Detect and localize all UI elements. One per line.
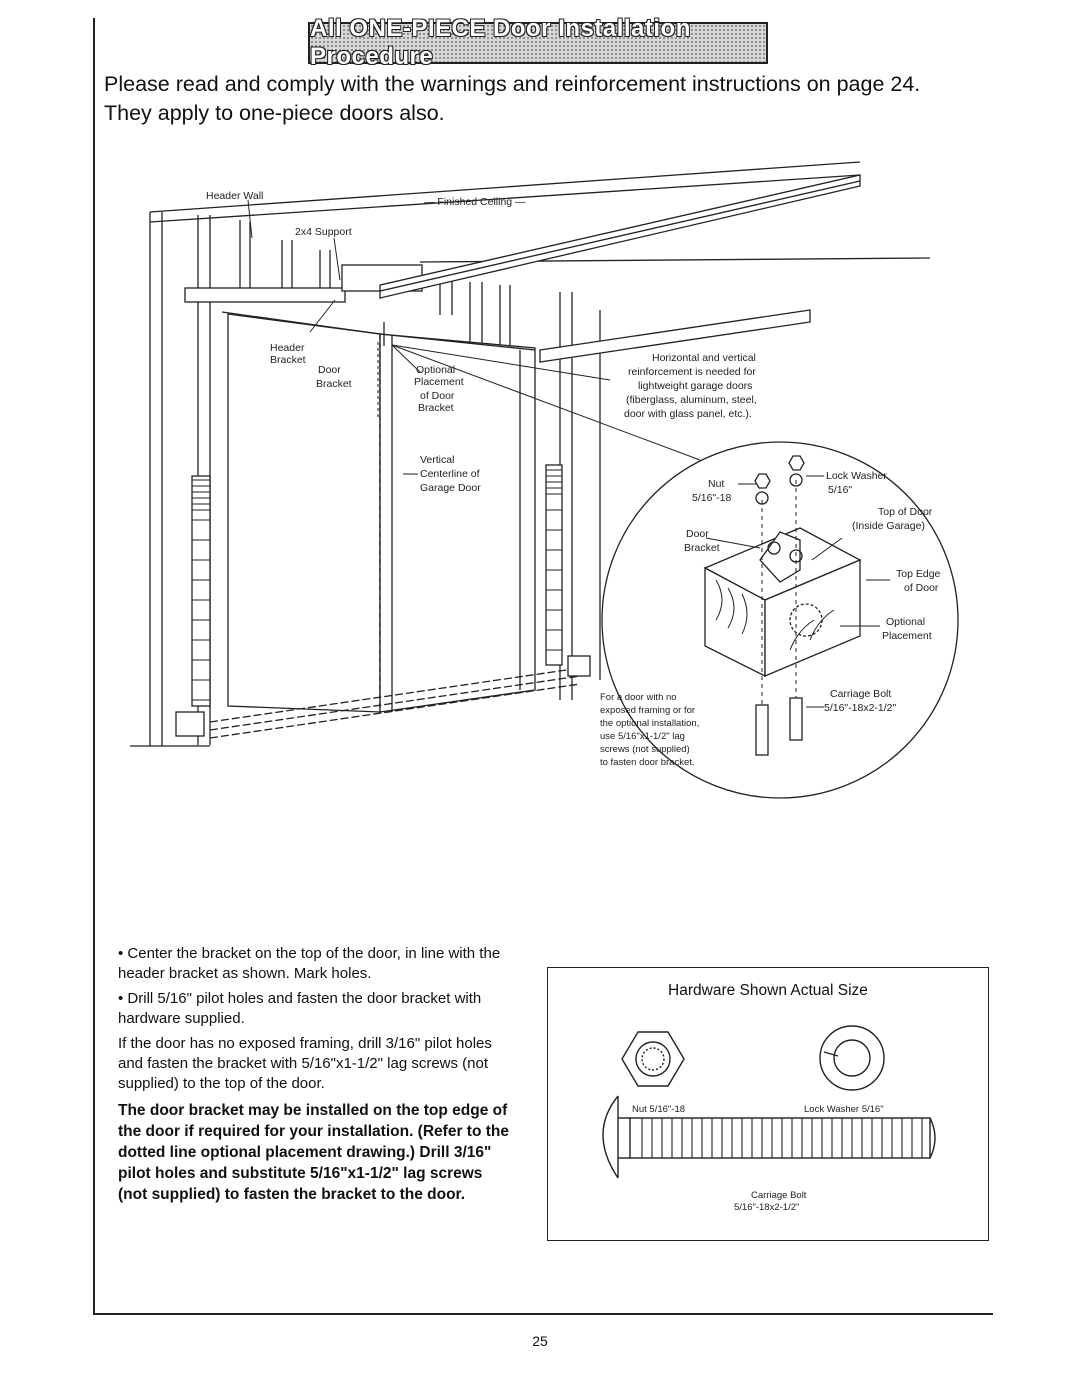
- label-door-bracket-line2: Bracket: [316, 378, 352, 390]
- label-no-framing-line4: use 5/16"x1-1/2" lag: [600, 731, 685, 742]
- page-frame-left: [93, 18, 95, 1315]
- floor-lines: [130, 655, 591, 747]
- label-lock-washer: Lock Washer: [826, 470, 887, 482]
- intro-line-1: Please read and comply with the warnings…: [104, 72, 921, 96]
- instruction-paragraph-1: If the door has no exposed framing, dril…: [118, 1035, 492, 1092]
- label-detail-door-bracket-line1: Door: [686, 528, 709, 540]
- hardware-bolt-label-line1: Carriage Bolt: [751, 1190, 807, 1201]
- hardware-drawing: [602, 1025, 936, 1179]
- door-arm: [221, 311, 536, 351]
- intro-line-2: They apply to one-piece doors also.: [104, 101, 445, 125]
- opener-rail: [379, 174, 861, 299]
- label-2x4-support: 2x4 Support: [295, 226, 352, 238]
- bracket-detail-circle: [601, 441, 959, 799]
- carriage-bolt-icon: [602, 1095, 936, 1179]
- label-lock-washer-size: 5/16": [828, 484, 853, 496]
- hardware-nut-label: Nut 5/16"-18: [632, 1104, 686, 1115]
- label-reinforce-line3: lightweight garage doors: [638, 380, 753, 392]
- label-reinforce-line4: (fiberglass, aluminum, steel,: [626, 394, 757, 406]
- right-spring: [545, 464, 563, 666]
- label-optional-line3: of Door: [420, 390, 455, 402]
- label-optional-line2: Placement: [414, 376, 464, 388]
- page-frame-bottom: [93, 1313, 993, 1315]
- label-no-framing-line2: exposed framing or for: [600, 705, 696, 716]
- label-top-of-door-line1: Top of Door: [878, 506, 933, 518]
- label-nut: Nut: [708, 478, 725, 490]
- lock-washer-icon: [819, 1025, 885, 1091]
- label-header-wall: Header Wall: [206, 190, 264, 202]
- instruction-bullet-2: • Drill 5/16" pilot holes and fasten the…: [118, 990, 482, 1027]
- hardware-box: Hardware Shown Actual Size Nut 5/16"-18 …: [547, 967, 989, 1241]
- label-carriage-bolt-line1: Carriage Bolt: [830, 688, 892, 700]
- intro-text: Please read and comply with the warnings…: [104, 70, 984, 128]
- label-no-framing-line3: the optional installation,: [600, 718, 700, 729]
- instruction-bullet-1: • Center the bracket on the top of the d…: [118, 945, 501, 982]
- label-detail-optional-line2: Placement: [882, 630, 932, 642]
- instructions: • Center the bracket on the top of the d…: [118, 944, 510, 1210]
- label-optional-line1: Optional: [416, 364, 456, 376]
- label-top-of-door-line2: (Inside Garage): [852, 520, 925, 532]
- label-carriage-bolt-line2: 5/16"-18x2-1/2": [824, 702, 897, 714]
- hardware-title: Hardware Shown Actual Size: [668, 982, 868, 999]
- label-vertical-line1: Vertical: [420, 454, 455, 466]
- label-reinforce-line1: Horizontal and vertical: [652, 352, 756, 364]
- label-reinforce-line5: door with glass panel, etc.).: [624, 408, 752, 420]
- leader-lines: [247, 199, 701, 475]
- ceiling-lines: [149, 161, 931, 263]
- label-no-framing-line1: For a door with no: [600, 692, 677, 703]
- label-top-edge-line1: Top Edge: [896, 568, 941, 580]
- label-door-bracket-line1: Door: [318, 364, 341, 376]
- label-vertical-line2: Centerline of: [420, 468, 480, 480]
- label-header-bracket-line1: Header: [270, 342, 305, 354]
- section-title-banner: All ONE-PIECE Door Installation Procedur…: [308, 15, 768, 70]
- label-nut-size: 5/16"-18: [692, 492, 732, 504]
- left-spring: [191, 475, 211, 707]
- label-detail-optional-line1: Optional: [886, 616, 926, 628]
- hardware-bolt-label-line2: 5/16"-18x2-1/2": [734, 1202, 800, 1213]
- label-no-framing-line5: screws (not supplied): [600, 744, 690, 755]
- label-top-edge-line2: of Door: [904, 582, 939, 594]
- garage-door: [227, 313, 536, 713]
- instruction-paragraph-2: The door bracket may be installed on the…: [118, 1102, 509, 1203]
- label-vertical-line3: Garage Door: [420, 482, 481, 494]
- hardware-washer-label: Lock Washer 5/16": [804, 1104, 884, 1115]
- label-optional-line4: Bracket: [418, 402, 454, 414]
- label-detail-door-bracket-line2: Bracket: [684, 542, 720, 554]
- label-finished-ceiling: — Finished Ceiling —: [424, 196, 526, 208]
- page-number: 25: [532, 1333, 548, 1349]
- installation-drawing: [130, 161, 959, 799]
- label-reinforce-line2: reinforcement is needed for: [628, 366, 756, 378]
- hex-nut-icon: [621, 1031, 685, 1087]
- label-header-bracket-line2: Bracket: [270, 354, 306, 366]
- horizontal-track: [539, 309, 811, 363]
- label-no-framing-line6: to fasten door bracket.: [600, 757, 695, 768]
- section-title: All ONE-PIECE Door Installation Procedur…: [310, 15, 691, 70]
